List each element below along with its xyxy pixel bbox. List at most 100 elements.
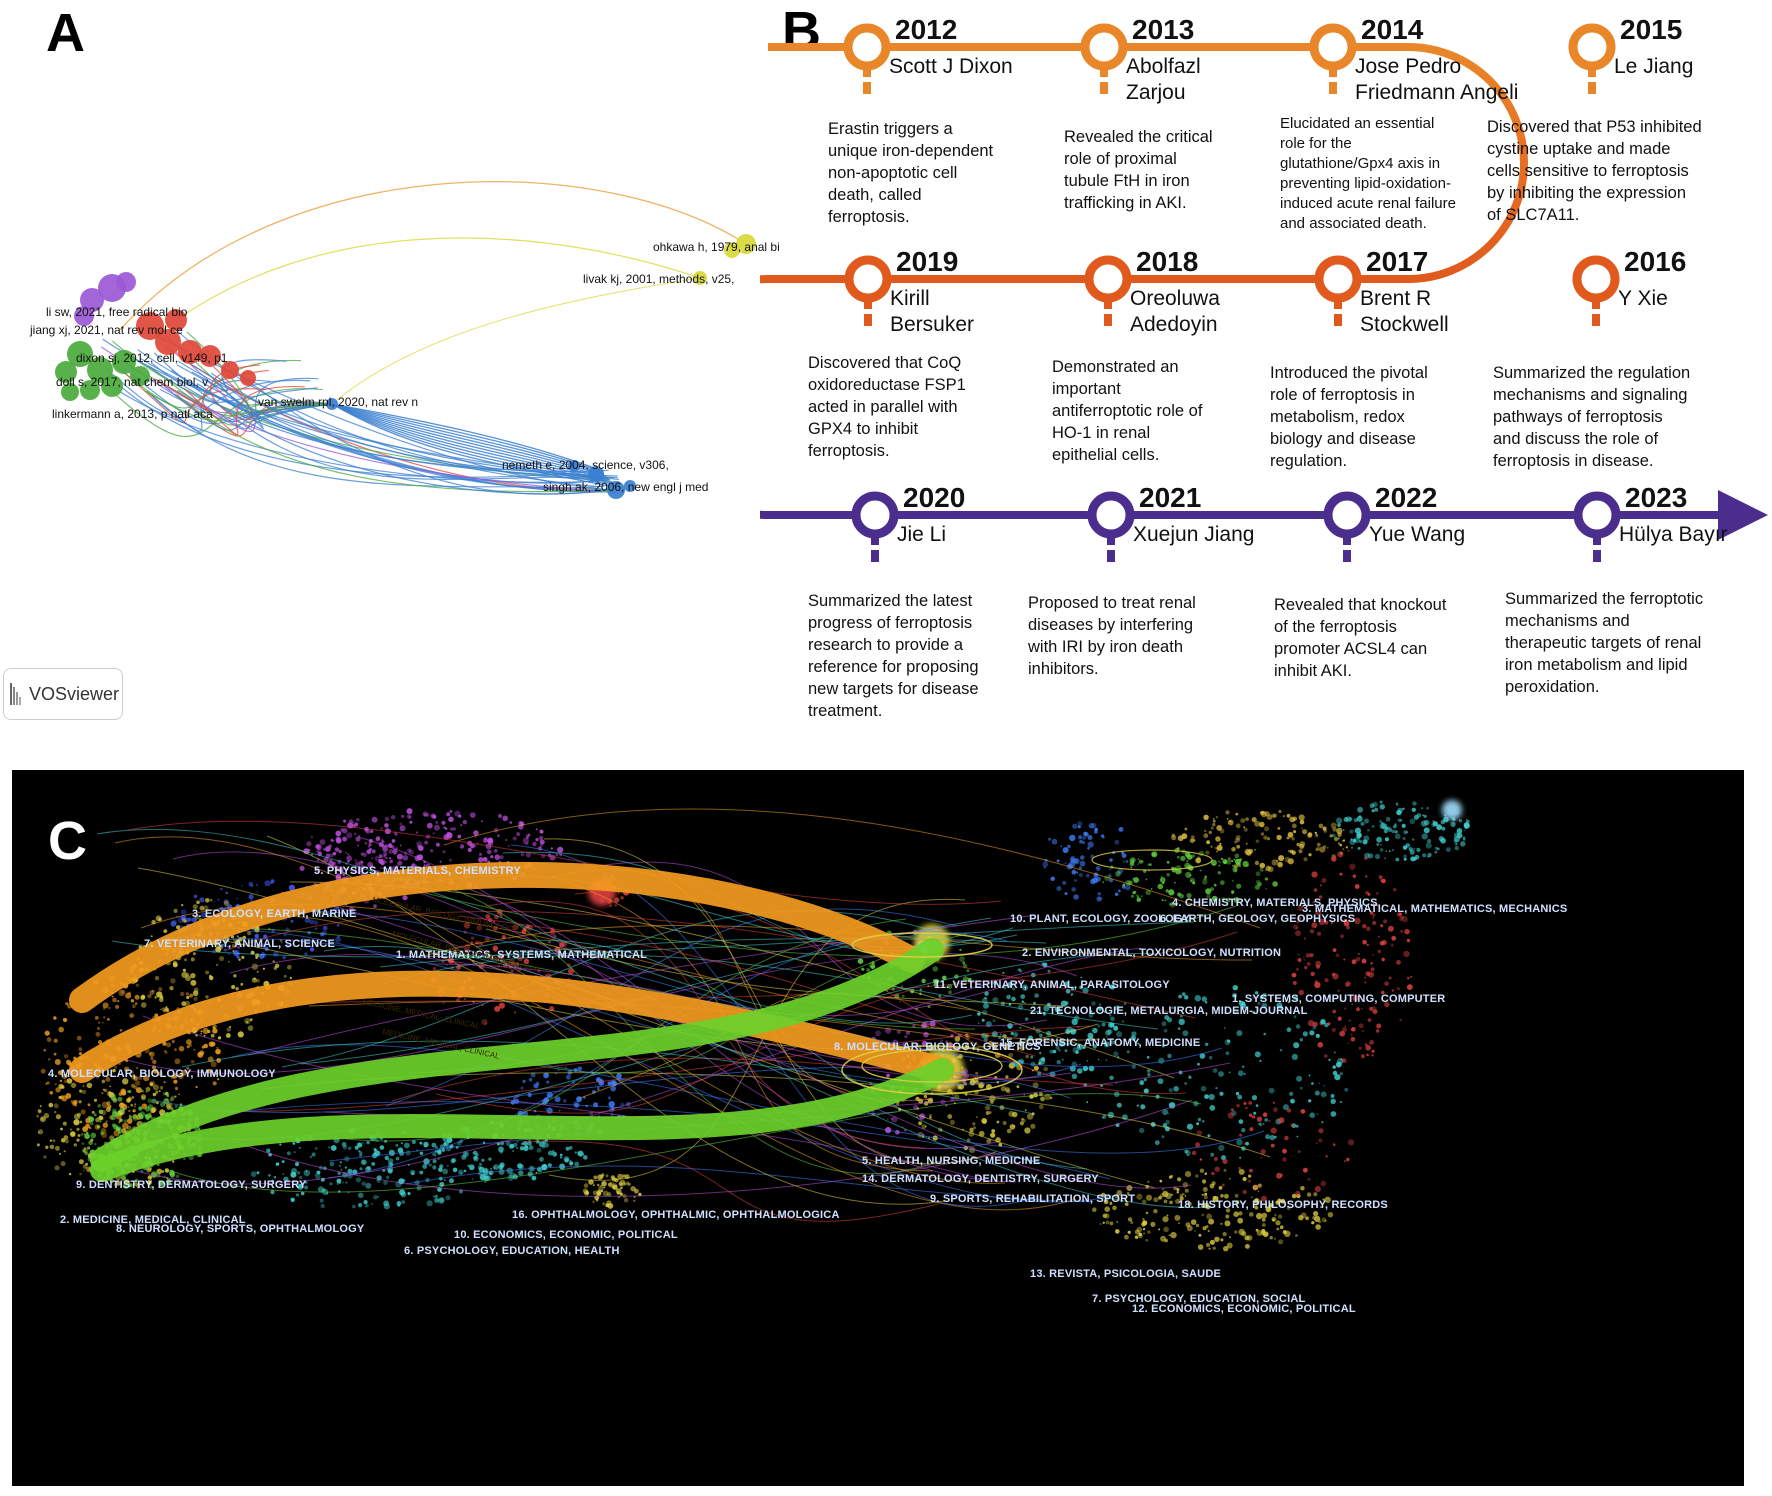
timeline-node-circle (1323, 491, 1371, 539)
timeline-node-dash (1593, 550, 1601, 562)
vosviewer-badge: VOSviewer (3, 668, 123, 720)
timeline-description: Introduced the pivotal role of ferroptos… (1270, 364, 1428, 470)
timeline-description: Discovered that P53 inhibited cystine up… (1487, 118, 1702, 224)
discipline-label: 5. PHYSICS, MATERIALS, CHEMISTRY (314, 865, 521, 877)
timeline-author: Brent R (1360, 287, 1431, 310)
panel-c: C 5. PHYSICS, MATERIALS, CHEMISTRY 3. ECO… (12, 770, 1744, 1486)
timeline-description: Elucidated an essential role for the glu… (1280, 115, 1456, 232)
timeline-node-stem (1104, 301, 1112, 309)
timeline-author: Xuejun Jiang (1133, 523, 1254, 546)
timeline-node-stem (1107, 537, 1115, 545)
discipline-label: 8. MOLECULAR, BIOLOGY, GENETICS (834, 1041, 1041, 1053)
timeline-node-dash (1334, 314, 1342, 326)
timeline-year: 2014 (1361, 14, 1424, 45)
timeline-node-circle (1087, 491, 1135, 539)
discipline-label: 3. MATHEMATICAL, MATHEMATICS, MECHANICS (1302, 903, 1567, 915)
timeline-author: Friedmann Angeli (1355, 81, 1518, 104)
vosviewer-label: VOSviewer (28, 683, 120, 704)
timeline-node-dash (1104, 314, 1112, 326)
timeline-year: 2022 (1375, 482, 1437, 513)
discipline-label: 15. FORENSIC, ANATOMY, MEDICINE (1000, 1037, 1200, 1049)
network-node-label: singh ak, 2006, new engl j med (543, 480, 708, 494)
discipline-label: 12. ECONOMICS, ECONOMIC, POLITICAL (1132, 1303, 1356, 1315)
timeline-node-circle (1084, 255, 1132, 303)
timeline-right-curve (1407, 43, 1528, 283)
network-node-label: linkermann a, 2013, p natl aca (52, 407, 213, 421)
timeline-description: Summarized the ferroptotic mechanisms an… (1505, 590, 1704, 696)
timeline-node-dash (1329, 82, 1337, 94)
timeline-year: 2015 (1620, 14, 1682, 45)
discipline-label: 4. MOLECULAR, BIOLOGY, IMMUNOLOGY (48, 1068, 276, 1080)
timeline-author: Le Jiang (1614, 55, 1693, 78)
discipline-label: 5. HEALTH, NURSING, MEDICINE (862, 1155, 1040, 1167)
timeline-author: Abolfazl (1126, 55, 1201, 78)
timeline-node-dash (863, 82, 871, 94)
main-citation-path (90, 1058, 954, 1182)
discipline-label: 8. NEUROLOGY, SPORTS, OPHTHALMOLOGY (116, 1223, 365, 1235)
timeline-year: 2021 (1139, 482, 1201, 513)
timeline-node-dash (1588, 82, 1596, 94)
discipline-label: 3. ECOLOGY, EARTH, MARINE (192, 908, 357, 920)
network-node-label: jiang xj, 2021, nat rev mol ce (29, 323, 183, 337)
timeline-node-stem (1593, 537, 1601, 545)
network-node-label: livak kj, 2001, methods, v25, (583, 272, 734, 286)
discipline-label: 9. DENTISTRY, DERMATOLOGY, SURGERY (76, 1179, 307, 1191)
timeline-year: 2018 (1136, 246, 1198, 277)
timeline-node-dash (864, 314, 872, 326)
timeline-year: 2012 (895, 14, 957, 45)
discipline-label: 21. TECNOLOGIE, METALURGIA, MIDEM-JOURNA… (1030, 1005, 1308, 1017)
timeline-description: Discovered that CoQ oxidoreductase FSP1 … (808, 354, 966, 460)
timeline-description: Revealed the critical role of proximal t… (1064, 128, 1213, 212)
timeline-node-stem (1592, 301, 1600, 309)
timeline-author: Scott J Dixon (889, 55, 1013, 78)
timeline-node-circle (851, 491, 899, 539)
panel-a-letter: A (46, 3, 85, 63)
discipline-label: 10. PLANT, ECOLOGY, ZOOLOGY (1010, 913, 1191, 925)
timeline-description: Summarized the latest progress of ferrop… (808, 592, 979, 720)
timeline-author: Hülya Bayır (1619, 523, 1728, 546)
discipline-label: 14. DERMATOLOGY, DENTISTRY, SURGERY (862, 1173, 1099, 1185)
timeline-description: Summarized the regulation mechanisms and… (1493, 364, 1691, 470)
discipline-label: 2. MEDICINE, MEDICAL, CLINICAL (60, 1214, 246, 1226)
timeline-description: Revealed that knockout of the ferroptosi… (1274, 596, 1447, 680)
main-citation-path (69, 861, 925, 1013)
discipline-label: 1. MATHEMATICS, SYSTEMS, MATHEMATICAL (396, 949, 647, 961)
timeline-node-circle (1572, 255, 1620, 303)
timeline-year: 2020 (903, 482, 965, 513)
discipline-label: 11. VETERINARY, ANIMAL, PARASITOLOGY (934, 979, 1170, 991)
timeline-node-dash (1343, 550, 1351, 562)
timeline-node-circle (1309, 23, 1357, 71)
discipline-label: 9. SPORTS, REHABILITATION, SPORT (930, 1193, 1135, 1205)
discipline-label: 16. OPHTHALMOLOGY, OPHTHALMIC, OPHTHALMO… (512, 1209, 840, 1221)
timeline-year: 2013 (1132, 14, 1194, 45)
timeline-node-stem (871, 537, 879, 545)
discipline-label: 7. VETERINARY, ANIMAL, SCIENCE (144, 938, 335, 950)
panel-c-letter: C (48, 811, 87, 871)
timeline-author: Y Xie (1618, 287, 1668, 310)
discipline-label: 13. REVISTA, PSICOLOGIA, SAUDE (1030, 1268, 1221, 1280)
timeline-year: 2017 (1366, 246, 1428, 277)
timeline-year: 2016 (1624, 246, 1686, 277)
timeline-author: Oreoluwa (1130, 287, 1220, 310)
timeline-node-dash (1100, 82, 1108, 94)
timeline-description: Proposed to treat renal diseases by inte… (1028, 594, 1196, 678)
main-citation-path (90, 938, 944, 1172)
discipline-label: 1. SYSTEMS, COMPUTING, COMPUTER (1232, 993, 1445, 1005)
timeline-author: Stockwell (1360, 313, 1449, 336)
timeline-node-dash (871, 550, 879, 562)
timeline-author: Adedoyin (1130, 313, 1218, 336)
timeline-node-circle (844, 255, 892, 303)
timeline-node-dash (1107, 550, 1115, 562)
timeline-node-circle (1573, 491, 1621, 539)
timeline-node-stem (1343, 537, 1351, 545)
timeline-node-stem (1334, 301, 1342, 309)
timeline-node-circle (843, 23, 891, 71)
timeline-author: Jie Li (897, 523, 946, 546)
discipline-label: 18. HISTORY, PHILOSOPHY, RECORDS (1178, 1199, 1388, 1211)
timeline-node-dash (1592, 314, 1600, 326)
